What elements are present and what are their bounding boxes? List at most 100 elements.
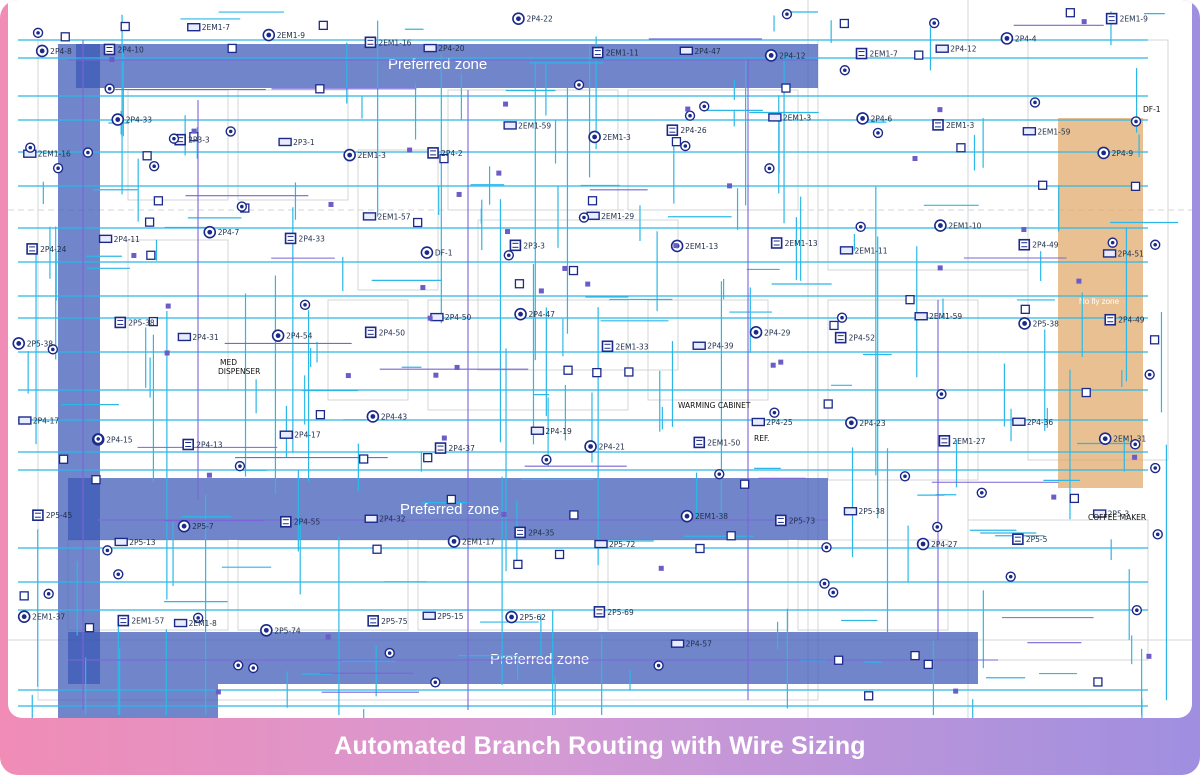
receptacle-icon[interactable] [82,147,94,158]
receptacle-icon[interactable] [1150,462,1161,474]
receptacle-icon[interactable] [102,545,113,556]
receptacle-icon[interactable] [769,407,780,418]
receptacle-icon[interactable] [680,140,691,152]
receptacle-icon[interactable] [819,578,830,589]
junction-box-icon[interactable] [434,442,447,454]
junction-box-icon[interactable] [58,454,69,464]
duplex-outlet-icon[interactable] [364,514,378,523]
receptacle-icon[interactable] [976,487,987,498]
junction-box-icon[interactable] [593,606,606,618]
junction-box-icon[interactable] [1018,238,1031,251]
receptacle-icon[interactable] [653,660,664,671]
receptacle-icon[interactable] [1152,529,1163,540]
junction-box-icon[interactable] [587,196,598,206]
receptacle-icon[interactable] [1097,146,1110,160]
junction-box-icon[interactable] [19,591,29,601]
junction-box-icon[interactable] [364,326,377,339]
junction-box-icon[interactable] [60,32,70,42]
receptacle-icon[interactable] [384,647,395,659]
receptacle-icon[interactable] [1018,317,1031,330]
junction-box-icon[interactable] [91,475,101,485]
junction-box-icon[interactable] [146,250,156,260]
receptacle-icon[interactable] [43,588,54,600]
receptacle-icon[interactable] [447,535,461,548]
receptacle-icon[interactable] [248,662,259,674]
receptacle-icon[interactable] [699,101,710,112]
receptacle-icon[interactable] [17,610,31,623]
receptacle-icon[interactable] [503,250,514,261]
floor-plan-canvas[interactable]: Preferred zone Preferred zone Preferred … [8,0,1192,718]
junction-box-icon[interactable] [144,217,155,227]
receptacle-icon[interactable] [749,326,763,339]
junction-box-icon[interactable] [446,494,456,505]
junction-box-icon[interactable] [569,510,579,520]
receptacle-icon[interactable] [192,612,204,624]
junction-box-icon[interactable] [695,543,705,554]
electrical-floor-plan[interactable]: Preferred zone Preferred zone Preferred … [8,0,1192,718]
duplex-outlet-icon[interactable] [843,507,858,516]
receptacle-icon[interactable] [684,110,696,121]
receptacle-icon[interactable] [113,569,124,580]
receptacle-icon[interactable] [104,83,115,94]
duplex-outlet-icon[interactable] [173,618,188,628]
junction-box-icon[interactable] [1081,387,1091,398]
junction-box-icon[interactable] [280,515,292,528]
receptacle-icon[interactable] [1144,369,1155,380]
duplex-outlet-icon[interactable] [422,611,436,620]
receptacle-icon[interactable] [236,201,248,212]
receptacle-icon[interactable] [845,416,858,430]
junction-box-icon[interactable] [1069,493,1080,504]
duplex-outlet-icon[interactable] [1012,417,1026,426]
junction-box-icon[interactable] [509,239,522,252]
receptacle-icon[interactable] [271,329,285,342]
receptacle-icon[interactable] [872,127,884,139]
junction-box-icon[interactable] [1038,180,1048,190]
junction-box-icon[interactable] [142,151,152,161]
duplex-outlet-icon[interactable] [751,417,765,427]
receptacle-icon[interactable] [47,344,59,355]
receptacle-icon[interactable] [366,410,380,423]
junction-box-icon[interactable] [905,295,915,305]
junction-box-icon[interactable] [839,18,849,29]
duplex-outlet-icon[interactable] [679,46,694,55]
receptacle-icon[interactable] [588,130,601,144]
duplex-outlet-icon[interactable] [1022,127,1037,136]
junction-box-icon[interactable] [781,83,791,93]
receptacle-icon[interactable] [856,112,869,125]
junction-box-icon[interactable] [1012,533,1024,545]
junction-box-icon[interactable] [554,549,565,560]
junction-box-icon[interactable] [32,509,44,521]
junction-box-icon[interactable] [364,36,377,49]
junction-box-icon[interactable] [1104,313,1117,326]
receptacle-icon[interactable] [32,27,44,39]
receptacle-icon[interactable] [764,49,778,62]
receptacle-icon[interactable] [714,468,725,480]
receptacle-icon[interactable] [505,610,518,624]
duplex-outlet-icon[interactable] [423,43,437,53]
device-symbols[interactable] [12,8,1163,701]
junction-box-icon[interactable] [823,399,833,409]
duplex-outlet-icon[interactable] [692,341,706,350]
receptacle-icon[interactable] [573,79,585,91]
junction-box-icon[interactable] [833,655,844,665]
duplex-outlet-icon[interactable] [914,312,928,321]
receptacle-icon[interactable] [839,65,851,76]
junction-box-icon[interactable] [834,331,847,344]
receptacle-icon[interactable] [25,142,36,153]
receptacle-icon[interactable] [343,148,356,162]
receptacle-icon[interactable] [932,521,943,533]
junction-box-icon[interactable] [568,265,579,276]
junction-box-icon[interactable] [739,479,750,489]
duplex-outlet-icon[interactable] [362,212,377,221]
junction-box-icon[interactable] [367,615,379,627]
receptacle-icon[interactable] [1098,432,1112,446]
junction-box-icon[interactable] [103,43,116,56]
receptacle-icon[interactable] [12,337,26,350]
duplex-outlet-icon[interactable] [768,113,782,122]
receptacle-icon[interactable] [514,307,527,321]
junction-box-icon[interactable] [120,21,130,32]
junction-box-icon[interactable] [26,243,38,255]
junction-box-icon[interactable] [914,50,924,60]
duplex-outlet-icon[interactable] [98,234,113,244]
junction-box-icon[interactable] [227,43,237,54]
